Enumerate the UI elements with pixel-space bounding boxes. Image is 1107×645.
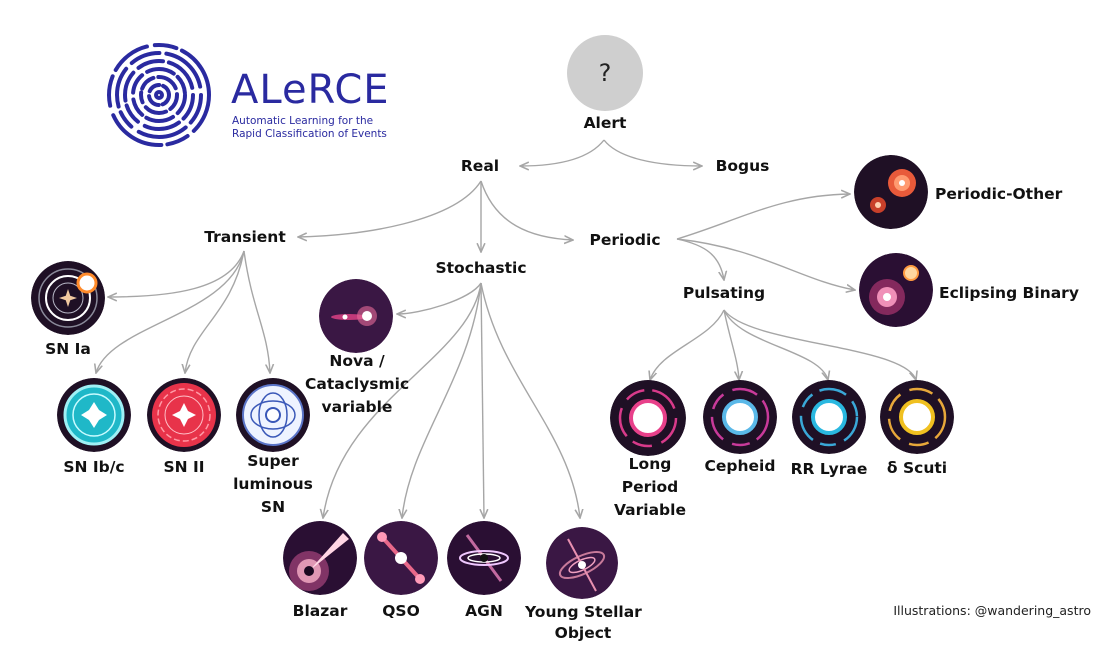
nova-illustration (319, 279, 393, 353)
node-nova-line-1: Nova / (329, 352, 385, 370)
node-real: Real (460, 157, 500, 175)
agn-illustration (447, 521, 521, 595)
node-yso-line-1: Young Stellar (525, 603, 642, 621)
rr-lyrae-illustration (792, 380, 866, 454)
tagline-line-2: Rapid Classification of Events (232, 128, 387, 140)
node-lpv-line-3: Variable (614, 501, 686, 519)
node-cepheid: Cepheid (704, 457, 776, 475)
edge-alert-real (520, 139, 605, 166)
node-nova-line-2: Cataclysmic (305, 375, 410, 393)
edge-stoch-nova (397, 282, 482, 314)
edge-stoch-agn (481, 282, 484, 518)
blazar-illustration (283, 521, 357, 595)
edge-puls-rr (723, 309, 828, 380)
alerce-logo (104, 40, 214, 150)
yso-illustration (546, 527, 618, 599)
edge-puls-dscuti (723, 309, 916, 380)
edge-puls-cepheid (723, 309, 739, 380)
lpv-illustration (610, 380, 686, 456)
node-sn-ia: SN Ia (45, 340, 91, 358)
node-delta-scuti: δ Scuti (886, 459, 948, 477)
node-nova-line-3: variable (321, 398, 393, 416)
delta-scuti-illustration (880, 380, 954, 454)
node-slsn-line-2: luminous (233, 475, 313, 493)
node-slsn-line-1: Super (247, 452, 299, 470)
node-periodic: Periodic (589, 231, 661, 249)
sn-ibc-illustration (57, 378, 131, 452)
node-yso-line-2: Object (554, 624, 612, 642)
node-qso: QSO (382, 602, 420, 620)
node-sn-ibc: SN Ib/c (63, 458, 125, 476)
node-stochastic: Stochastic (435, 259, 527, 277)
node-blazar: Blazar (292, 602, 348, 620)
cepheid-illustration (703, 380, 777, 454)
edge-transient-snii (185, 250, 245, 373)
node-eclipsing-binary: Eclipsing Binary (939, 284, 1079, 302)
node-slsn-line-3: SN (260, 498, 286, 516)
node-alert: Alert (583, 114, 627, 132)
node-bogus: Bogus (715, 157, 770, 175)
periodic-other-illustration (854, 155, 928, 229)
sn-ia-illustration (31, 261, 105, 335)
edge-transient-snia (108, 250, 245, 297)
illustration-credit: Illustrations: @wandering_astro (893, 603, 1091, 618)
sn-ii-illustration (147, 378, 221, 452)
edge-transient-snibc (96, 250, 245, 373)
node-sn-ii: SN II (163, 458, 205, 476)
alert-icon: ? (567, 35, 643, 111)
edge-real-transient (298, 180, 482, 237)
edge-stoch-yso (480, 282, 580, 518)
brand-name: ALeRCE (231, 67, 390, 113)
tagline-line-1: Automatic Learning for the (232, 115, 374, 127)
edge-periodic-eb (676, 238, 855, 290)
edge-stoch-blazar (323, 282, 482, 518)
edge-periodic-other (676, 194, 850, 240)
edge-alert-bogus (603, 139, 702, 166)
edge-stoch-qso (402, 282, 482, 518)
edge-transient-slsn (243, 250, 270, 373)
eclipsing-binary-illustration (859, 253, 933, 327)
node-pulsating: Pulsating (682, 284, 766, 302)
slsn-illustration (236, 378, 310, 452)
edge-real-periodic (480, 180, 573, 240)
node-lpv-line-2: Period (621, 478, 679, 496)
node-agn: AGN (465, 602, 503, 620)
node-rr-lyrae: RR Lyrae (790, 460, 868, 478)
node-transient: Transient (204, 228, 286, 246)
question-mark: ? (598, 59, 612, 87)
node-periodic-other: Periodic-Other (935, 185, 1063, 203)
edge-puls-lpv (650, 309, 725, 380)
node-lpv-line-1: Long (628, 455, 672, 473)
qso-illustration (364, 521, 438, 595)
edge-periodic-pulsating (676, 238, 724, 280)
